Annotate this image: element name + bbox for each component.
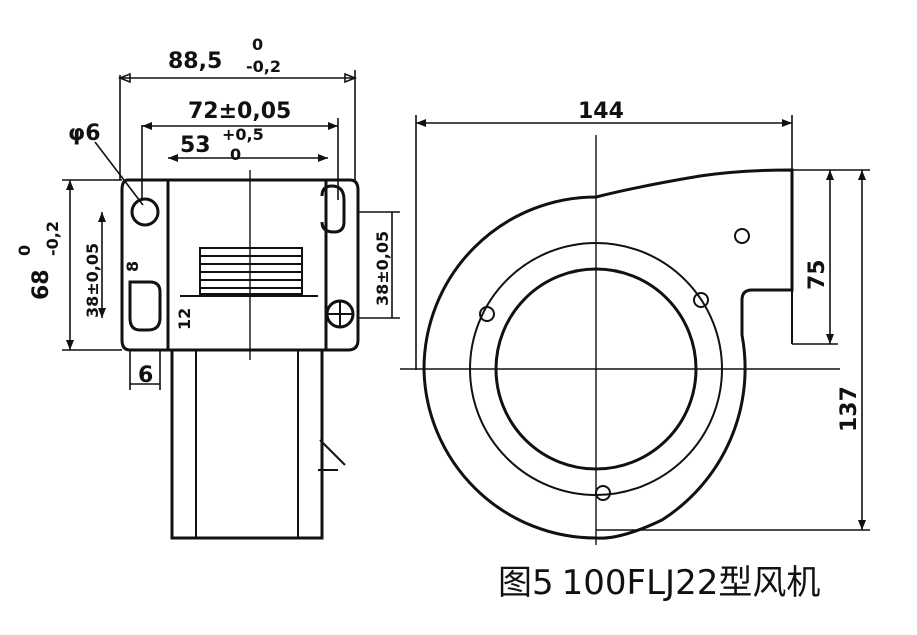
- dim-right-hole-height: 38±0,05: [373, 231, 392, 306]
- side-view: 88,5 0 -0,2 72±0,05 53 +0,5 0 φ6: [15, 35, 400, 540]
- dim-body-width: 53: [180, 133, 211, 158]
- dim-hole-diameter: φ6: [68, 121, 101, 146]
- dim-body-width-lower: 0: [230, 145, 241, 164]
- front-view: 144 75 137: [400, 99, 870, 545]
- dim-hole-height: 38±0,05: [83, 243, 102, 318]
- figure-label: 图5: [498, 563, 554, 603]
- dim-front-width: 144: [578, 99, 624, 124]
- dim-height-lower: -0,2: [43, 221, 62, 256]
- dim-front-outlet: 75: [805, 259, 830, 290]
- dim-left-small: 8: [123, 261, 142, 272]
- dim-hole-spacing: 72±0,05: [188, 99, 291, 124]
- dim-body-width-upper: +0,5: [222, 125, 264, 144]
- dim-front-height: 137: [837, 386, 862, 432]
- dim-height: 68: [29, 269, 54, 300]
- dim-overall-width-lower: -0,2: [246, 57, 281, 76]
- dim-height-upper: 0: [15, 245, 34, 256]
- dim-bottom-small: 6: [138, 363, 153, 388]
- dim-overall-width-upper: 0: [252, 35, 263, 54]
- figure-model: 100FLJ22型风机: [561, 563, 821, 603]
- dim-mid-small: 12: [175, 308, 194, 330]
- dim-overall-width: 88,5: [168, 49, 222, 74]
